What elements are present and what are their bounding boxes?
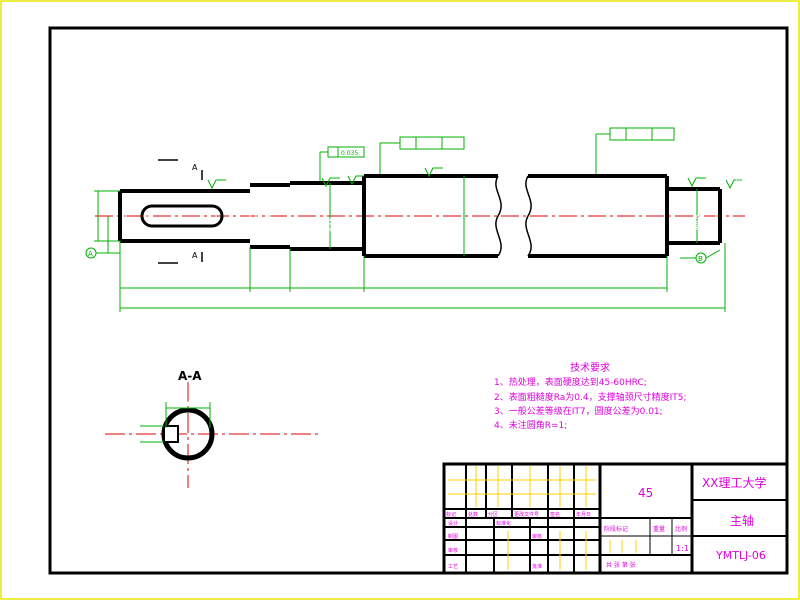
svg-text:工艺: 工艺	[448, 564, 458, 570]
section-view: A-A 31.5	[105, 369, 318, 488]
svg-text:20: 20	[266, 281, 274, 288]
svg-text:0.4: 0.4	[350, 169, 360, 176]
svg-text:批准: 批准	[532, 563, 542, 570]
part-name: 主轴	[730, 513, 754, 528]
svg-text:A-A: A-A	[178, 369, 202, 383]
svg-text:0.4: 0.4	[736, 177, 746, 184]
svg-text:0.8: 0.8	[690, 171, 700, 178]
svg-text:分区: 分区	[488, 511, 498, 518]
svg-text:0.035: 0.035	[341, 150, 358, 157]
svg-text:阶段标记: 阶段标记	[604, 525, 628, 533]
gdt-frame-1: 0.03 A-B	[379, 136, 465, 174]
svg-text:70: 70	[180, 281, 188, 288]
gdt-frame-2: 0.02 A-B	[595, 127, 675, 174]
tech-req-item-1: 1、热处理，表面硬度达到45-60HRC;	[494, 376, 647, 388]
svg-text:比例: 比例	[675, 525, 687, 533]
break-lines	[495, 175, 532, 257]
svg-text:φ45: φ45	[693, 215, 702, 230]
svg-text:1050: 1050	[414, 301, 429, 308]
keyway-slot	[140, 204, 224, 228]
tech-req-item-3: 3、一般公差等级在IT7，圆度公差为0.01;	[494, 405, 663, 417]
svg-text:31.5: 31.5	[182, 401, 196, 408]
svg-text:A-B: A-B	[654, 131, 666, 139]
svg-text:A-B: A-B	[444, 140, 456, 148]
svg-text:3.2: 3.2	[208, 173, 218, 180]
length-dimensions	[119, 241, 726, 312]
title-block	[442, 462, 789, 575]
svg-text:φ45: φ45	[327, 217, 336, 232]
tech-req-item-4: 4、未注圆角R=1;	[494, 419, 567, 431]
svg-text:800: 800	[510, 281, 522, 288]
svg-text:标准化: 标准化	[496, 520, 511, 527]
svg-text:更改文件号: 更改文件号	[514, 511, 539, 518]
datum-marker-right: B	[680, 249, 721, 264]
drawing-number: YMTLJ-06	[715, 549, 766, 562]
svg-text:重量: 重量	[653, 525, 665, 533]
section-cut-marks	[158, 159, 203, 264]
drawing-frame	[48, 26, 789, 575]
svg-text:B: B	[698, 255, 703, 263]
material-cell: 45	[638, 486, 653, 500]
svg-text:共 张 第 张: 共 张 第 张	[606, 561, 636, 569]
svg-text:设计: 设计	[448, 520, 458, 527]
school-name: XX理工大学	[702, 475, 766, 490]
svg-text:0.03: 0.03	[419, 140, 435, 148]
svg-text:年月日: 年月日	[576, 511, 591, 518]
roughness-symbols	[207, 167, 742, 190]
svg-text:φ32: φ32	[86, 211, 94, 225]
svg-text:0.8: 0.8	[324, 171, 334, 178]
svg-text:3.2: 3.2	[426, 161, 436, 168]
datum-marker-left: A	[85, 216, 120, 259]
section-label-top: A	[192, 163, 198, 172]
svg-text:40: 40	[324, 281, 332, 288]
svg-text:0.02: 0.02	[629, 131, 645, 139]
svg-text:审核: 审核	[532, 533, 542, 540]
tech-req-item-2: 2、表面粗糙度Ra为0.4，支撑轴颈尺寸精度IT5;	[494, 391, 687, 403]
shaft-edges	[118, 174, 722, 258]
scale-value: 1:1	[676, 544, 689, 553]
diameter-dimensions	[94, 176, 698, 256]
svg-text:标记: 标记	[446, 511, 456, 518]
svg-text:φ55: φ55	[455, 217, 464, 232]
gdt-frame-small: 0.035	[319, 146, 365, 181]
svg-text:制图: 制图	[448, 533, 458, 540]
tech-req-title: 技术要求	[570, 361, 610, 374]
section-label-bottom: A	[192, 251, 198, 260]
svg-text:签名: 签名	[550, 511, 560, 518]
svg-text:A: A	[88, 250, 93, 258]
svg-text:处数: 处数	[468, 511, 478, 518]
svg-text:审核: 审核	[448, 547, 458, 554]
